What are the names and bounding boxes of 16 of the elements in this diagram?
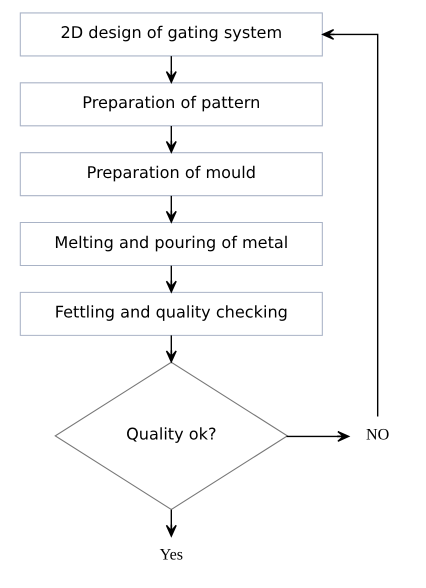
arrow: [322, 28, 378, 417]
node-box: Preparation of mould: [19, 152, 322, 196]
node-diamond: Quality ok?: [54, 362, 288, 510]
node-text: NO: [366, 426, 389, 444]
node-box: 2D design of gating system: [19, 12, 322, 56]
arrow: [286, 430, 349, 442]
node-box: Fettling and quality checking: [19, 292, 322, 336]
arrow: [165, 56, 176, 84]
node-box: Melting and pouring of metal: [19, 222, 322, 266]
arrow: [165, 196, 176, 223]
arrow: [165, 510, 176, 537]
arrow: [165, 335, 176, 362]
node-box: Preparation of pattern: [19, 82, 322, 126]
arrow: [165, 126, 176, 153]
arrow: [165, 266, 176, 293]
node-text: Yes: [159, 546, 183, 564]
